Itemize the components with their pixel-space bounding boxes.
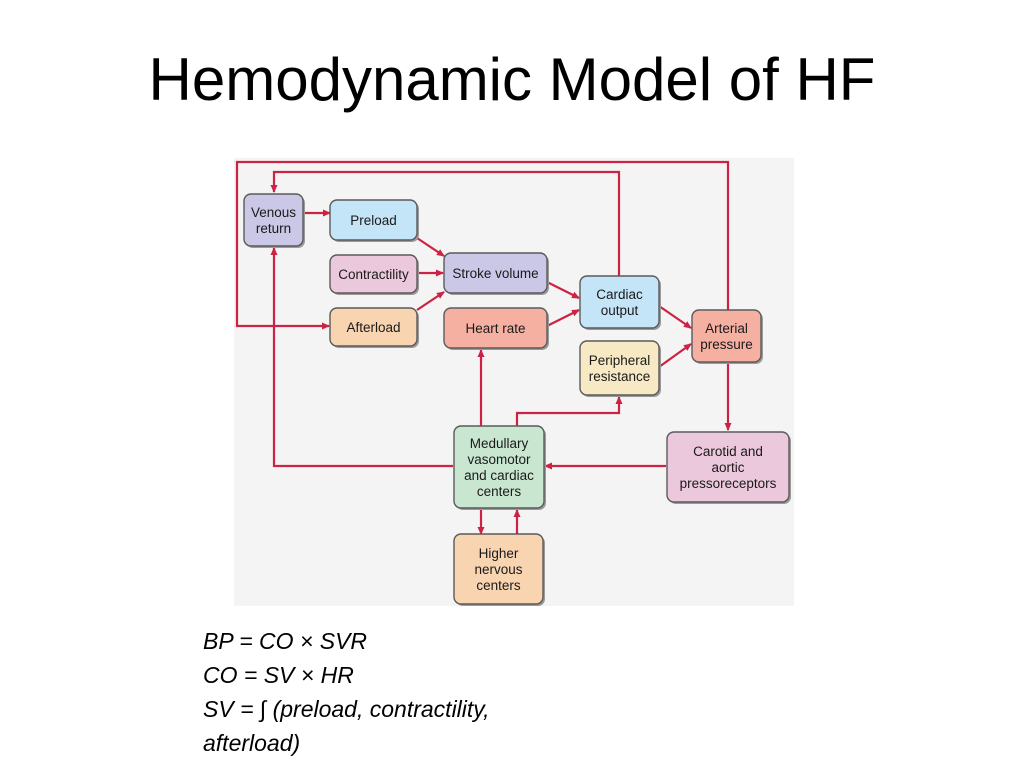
node-label: Medullary	[470, 436, 529, 451]
node-label: Higher	[479, 546, 519, 561]
node-box	[443, 307, 548, 349]
node-label: centers	[477, 484, 522, 499]
node-box	[329, 199, 418, 241]
node-label: Contractility	[338, 267, 409, 282]
node-box	[579, 340, 660, 396]
equation-sv: SV = ∫ (preload, contractility,	[203, 696, 490, 722]
node-heart-rate: Heart rate	[443, 307, 549, 350]
node-contractility: Contractility	[329, 254, 419, 295]
edge-sv-to-co	[546, 281, 580, 299]
node-box	[691, 309, 762, 363]
node-label: output	[601, 303, 639, 318]
node-box	[579, 275, 660, 329]
edge-afterload-to-sv	[416, 291, 445, 311]
node-label: return	[256, 221, 291, 236]
node-label: pressure	[700, 337, 753, 352]
node-label: Venous	[251, 205, 296, 220]
node-box	[329, 254, 418, 294]
node-label: Carotid and	[693, 444, 763, 459]
node-preload: Preload	[329, 199, 419, 242]
node-stroke-volume: Stroke volume	[443, 252, 549, 295]
node-label: Afterload	[346, 320, 400, 335]
node-label: Cardiac	[596, 287, 643, 302]
node-label: resistance	[589, 369, 651, 384]
node-label: and cardiac	[464, 468, 534, 483]
edge-medullary-to-pr	[515, 396, 623, 426]
node-label: nervous	[474, 562, 522, 577]
node-label: vasomotor	[467, 452, 531, 467]
equation-co: CO = SV × HR	[203, 662, 354, 688]
node-label: aortic	[711, 460, 744, 475]
equation-bp: BP = CO × SVR	[203, 628, 368, 654]
node-label: Stroke volume	[452, 266, 538, 281]
node-box	[453, 425, 545, 509]
edge-preload-to-sv	[416, 237, 445, 257]
node-box	[243, 193, 304, 247]
edge-pr-to-ap	[658, 343, 692, 368]
edge-medullary-to-venous	[270, 247, 453, 468]
node-box	[329, 307, 418, 347]
node-label: Peripheral	[589, 353, 651, 368]
node-box	[453, 533, 544, 605]
node-label: Heart rate	[465, 321, 525, 336]
node-label: pressoreceptors	[680, 476, 777, 491]
edge-co-to-ap	[658, 305, 692, 329]
edge-co-to-venous	[270, 170, 621, 276]
page-title: Hemodynamic Model of HF	[148, 46, 876, 113]
node-afterload: Afterload	[329, 307, 419, 348]
equation-sv-continued: afterload)	[203, 730, 301, 756]
node-label: Preload	[350, 213, 397, 228]
node-label: centers	[476, 578, 521, 593]
node-label: Arterial	[705, 321, 748, 336]
edge-ap-to-afterload	[235, 160, 730, 330]
edge-hr-to-co	[546, 309, 580, 327]
node-box	[666, 431, 790, 503]
diagram-edges	[235, 160, 732, 535]
diagram-background	[234, 158, 794, 606]
node-box	[443, 252, 548, 294]
equations-block: BP = CO × SVR CO = SV × HR SV = ∫ (prelo…	[203, 624, 623, 760]
